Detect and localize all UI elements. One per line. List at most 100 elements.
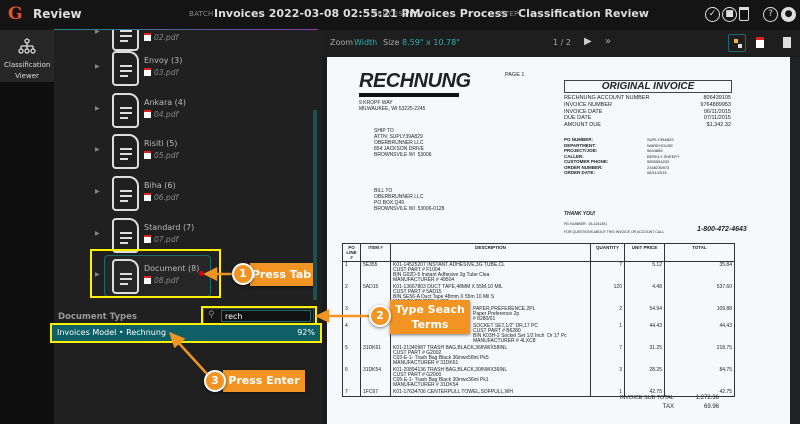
table-cell: 54.94 — [624, 306, 665, 323]
expand-icon[interactable]: ▶ — [95, 146, 100, 153]
highlight-box-result — [50, 323, 322, 343]
document-icon[interactable] — [783, 37, 791, 48]
page-indicator: 1 / 2 — [553, 38, 571, 47]
table-cell: 44.43 — [664, 323, 735, 345]
table-cell: 537.60 — [664, 284, 735, 306]
document-item[interactable]: ▶ 02.pdf — [90, 28, 220, 54]
table-cell: 6 — [342, 367, 361, 389]
expand-icon[interactable]: ▶ — [95, 105, 100, 112]
column-header: UNIT PRICE — [624, 243, 665, 262]
document-file[interactable]: 07.pdf — [144, 235, 178, 244]
document-item[interactable]: ▶ Document (8) 08.pdf — [90, 257, 220, 297]
table-cell: K01-21340987 TRASH BAG,BLACK,36INWX58INL… — [390, 345, 591, 367]
table-cell: 109.88 — [664, 306, 735, 323]
expand-icon[interactable]: ▶ — [95, 230, 100, 237]
table-cell: 35.84 — [664, 261, 735, 284]
pdf-icon — [144, 151, 151, 159]
expand-icon[interactable]: ▶ — [95, 188, 100, 195]
classification-tree-icon[interactable] — [728, 34, 746, 52]
pdf-icon — [144, 276, 151, 284]
document-file[interactable]: 08.pdf — [144, 276, 178, 285]
table-cell: 2 — [590, 306, 625, 323]
document-name: Document (8) — [144, 264, 200, 273]
brand-bar — [359, 93, 459, 97]
file-name: 02.pdf — [154, 33, 179, 42]
expand-icon[interactable]: ▶ — [95, 63, 100, 70]
column-header: DESCRIPTION — [390, 243, 591, 262]
zoom-width-button[interactable]: Width — [354, 38, 378, 47]
callout-3-number: 3 — [204, 370, 226, 392]
callout-2-label: Type Seach Terms — [390, 300, 470, 334]
expand-icon[interactable]: ▶ — [95, 28, 100, 35]
table-cell: 218.75 — [664, 345, 735, 367]
panel-scrollbar[interactable] — [313, 110, 317, 300]
pdf-icon — [144, 68, 151, 76]
subtotal-value: 1,272.36 — [695, 395, 719, 401]
user-icon[interactable]: ● — [781, 7, 796, 22]
table-cell: K01-20894136 TRASH BAG,BLACK,30INWX36INL… — [390, 367, 591, 389]
document-item[interactable]: ▶ Ankara (4) 04.pdf — [90, 91, 220, 131]
size-label: Size — [383, 38, 400, 47]
pdf-icon[interactable] — [756, 37, 764, 48]
page-number: PAGE 1 — [505, 72, 525, 78]
search-icon: ⚲ — [208, 310, 215, 320]
po-labels: PO NUMBER: DEPARTMENT: PROJECT/JOB: CALL… — [564, 137, 609, 175]
top-bar — [0, 0, 800, 30]
search-input[interactable] — [221, 310, 311, 322]
document-icon — [112, 134, 139, 169]
last-page-icon[interactable]: » — [605, 36, 612, 47]
document-type-result[interactable]: Invoices Model • Rechnung 92% — [52, 325, 320, 341]
step-value: Classification Review — [518, 7, 649, 20]
document-item[interactable]: ▶ Envoy (3) 03.pdf — [90, 49, 220, 89]
next-page-icon[interactable]: ▶ — [584, 36, 592, 47]
batch-value: Invoices 2022-03-08 02:55:21 PM — [214, 7, 421, 20]
table-cell: 1 — [590, 323, 625, 345]
stop-circle-icon[interactable]: ■ — [722, 7, 737, 22]
step-label: STEP — [500, 10, 519, 18]
table-cell: 7 — [590, 261, 625, 284]
pdf-icon — [144, 235, 151, 243]
table-cell: 4 — [342, 323, 361, 345]
trash-icon[interactable] — [739, 7, 749, 21]
process-value: Invoices Process — [405, 7, 508, 20]
file-name: 05.pdf — [154, 151, 179, 160]
document-name: Biha (6) — [144, 181, 176, 190]
help-icon[interactable]: ? — [763, 7, 778, 22]
document-name: Risiti (5) — [144, 139, 178, 148]
summary-labels: RECHNUNG ACCOUNT NUMBER INVOICE NUMBER I… — [564, 95, 650, 129]
pdf-icon — [144, 110, 151, 118]
result-score: 92% — [297, 328, 315, 337]
left-rail — [0, 30, 54, 424]
rail-item-classification-viewer[interactable]: Classification Viewer — [0, 30, 54, 82]
document-file[interactable]: 05.pdf — [144, 151, 178, 160]
batch-label: BATCH — [189, 10, 214, 18]
table-cell: 3 — [590, 367, 625, 389]
vendor-address: 9 KROPF WAY MILWAUKEE, WI 53225-2245 — [359, 100, 426, 112]
document-item[interactable]: ▶ Standard (7) 07.pdf — [90, 216, 220, 256]
column-header: PO LINE # — [342, 243, 361, 262]
document-icon — [112, 93, 139, 128]
table-cell: 31DK61 — [360, 345, 391, 367]
expand-icon[interactable]: ▶ — [95, 271, 100, 278]
viewer-scrollbar[interactable] — [790, 57, 800, 424]
fei-number: FEI NUMBER: 26-2241391 — [564, 222, 608, 226]
document-file[interactable]: 06.pdf — [144, 193, 178, 202]
bill-to: BILL TO OBERBRUNNER LLC PO BOX Q49 BROWN… — [374, 188, 445, 212]
document-file[interactable]: 04.pdf — [144, 110, 178, 119]
table-cell: 31DK54 — [360, 367, 391, 389]
hierarchy-icon — [18, 38, 36, 54]
table-cell: 120 — [590, 284, 625, 306]
po-values: SUPLY39A829 WAREHOUSE 5644855 BERKLY SHE… — [647, 137, 680, 175]
document-item[interactable]: ▶ Risiti (5) 05.pdf — [90, 132, 220, 172]
document-file[interactable]: 03.pdf — [144, 68, 178, 77]
document-item[interactable]: ▶ Biha (6) 06.pdf — [90, 174, 220, 214]
check-circle-icon[interactable]: ✓ — [705, 7, 720, 22]
document-file[interactable]: 02.pdf — [144, 33, 178, 42]
invoice-title: ORIGINAL INVOICE — [564, 80, 732, 93]
document-name: Standard (7) — [144, 223, 195, 232]
invoice-page: RECHNUNG PAGE 1 9 KROPF WAY MILWAUKEE, W… — [327, 57, 790, 424]
